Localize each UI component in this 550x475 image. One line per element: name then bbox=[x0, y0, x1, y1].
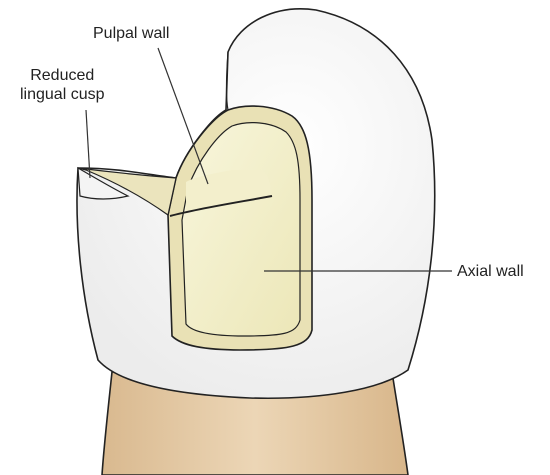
pulpal-wall-label: Pulpal wall bbox=[93, 24, 169, 43]
reduced-lingual-cusp-label-line2: lingual cusp bbox=[20, 85, 105, 104]
axial-wall-label: Axial wall bbox=[457, 262, 524, 281]
reduced-lingual-cusp-label: Reduced lingual cusp bbox=[20, 66, 105, 104]
reduced-lingual-cusp-label-line1: Reduced bbox=[20, 66, 105, 85]
